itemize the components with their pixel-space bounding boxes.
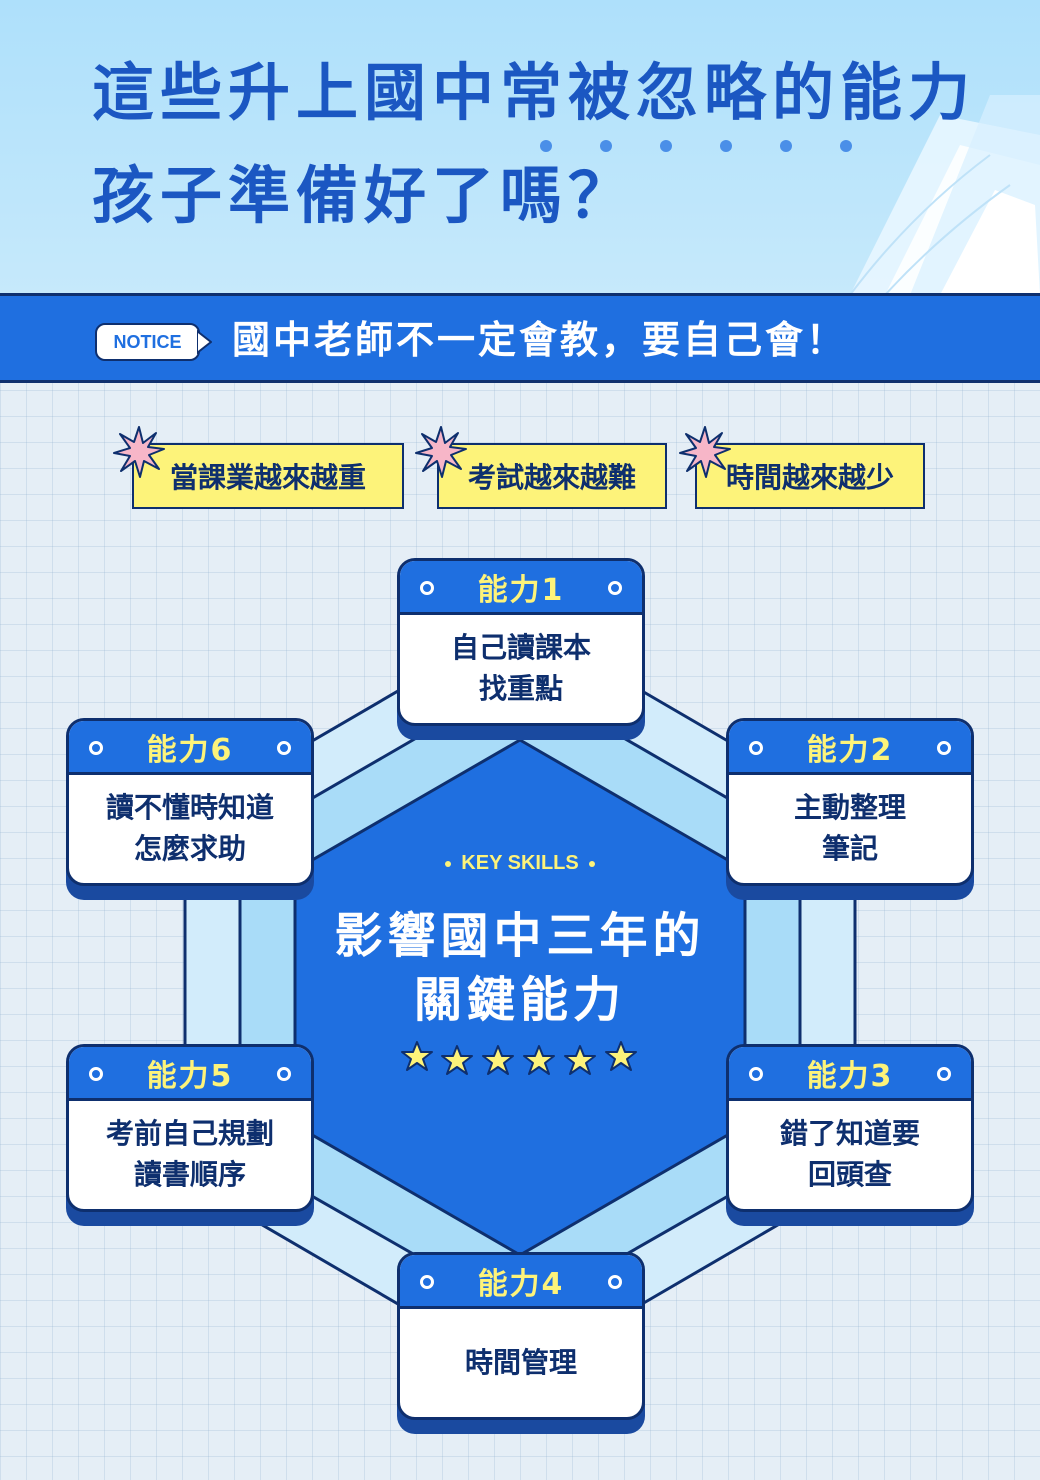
ring-icon (277, 1067, 291, 1081)
ability-text: 回頭查 (807, 1158, 892, 1191)
ring-icon (89, 1067, 103, 1081)
ability-label: 能力3 (806, 1058, 894, 1094)
ability-card-4: 能力4 時間管理 (397, 1252, 645, 1434)
ability-card-6: 能力6 讀不懂時知道怎麼求助 (66, 718, 314, 900)
ring-icon (89, 741, 103, 755)
burst-icon (415, 426, 467, 478)
ability-text: 考前自己規劃 (105, 1117, 274, 1151)
ability-text: 自己讀課本 (450, 631, 591, 665)
star-icon (605, 1041, 637, 1071)
ability-label: 能力5 (146, 1058, 234, 1094)
star-icon (401, 1041, 433, 1071)
header-banner: 這些升上國中常被忽略的能力 孩子準備好了嗎？ (0, 0, 1040, 295)
star-rating-icons (401, 1041, 637, 1075)
ring-icon (420, 1275, 434, 1289)
ring-icon (749, 741, 763, 755)
star-icon (482, 1045, 514, 1075)
tag-label: 考試越來越難 (467, 461, 636, 494)
ability-text: 怎麼求助 (133, 832, 246, 865)
ability-label: 能力6 (146, 732, 234, 768)
ability-text: 讀書順序 (133, 1158, 246, 1191)
tag-label: 時間越來越少 (725, 461, 894, 494)
decorative-dots (540, 140, 852, 152)
tag-harder-exams: 考試越來越難 (437, 443, 667, 509)
center-title-line2: 關鍵能力 (413, 972, 626, 1028)
burst-icon (113, 426, 165, 478)
notice-bar: NOTICE 國中老師不一定會教，要自己會！ (0, 293, 1040, 383)
ring-icon (937, 1067, 951, 1081)
ability-text: 錯了知道要 (779, 1117, 920, 1151)
ring-icon (420, 581, 434, 595)
tag-label: 當課業越來越重 (169, 461, 366, 494)
ability-label: 能力4 (477, 1266, 565, 1302)
ring-icon (937, 741, 951, 755)
tag-heavier-schoolwork: 當課業越來越重 (132, 443, 404, 509)
ability-card-5: 能力5 考前自己規劃讀書順序 (66, 1044, 314, 1226)
ring-icon (608, 1275, 622, 1289)
ability-text: 讀不懂時知道 (105, 791, 274, 825)
ability-text: 找重點 (478, 672, 563, 705)
ring-icon (277, 741, 291, 755)
notice-arrow-icon (197, 330, 212, 354)
burst-icon (679, 426, 731, 478)
ability-text: 時間管理 (464, 1345, 577, 1379)
key-skills-eyebrow: KEY SKILLS (0, 852, 1040, 875)
ability-label: 能力1 (477, 572, 565, 608)
ability-card-2: 能力2 主動整理筆記 (726, 718, 974, 900)
page-title-line2: 孩子準備好了嗎？ (92, 159, 637, 232)
ability-text: 主動整理 (793, 791, 906, 825)
tag-less-time: 時間越來越少 (695, 443, 925, 509)
ability-card-3: 能力3 錯了知道要回頭查 (726, 1044, 974, 1226)
ability-label: 能力2 (806, 732, 894, 768)
ring-icon (749, 1067, 763, 1081)
notice-text: 國中老師不一定會教，要自己會！ (232, 318, 848, 362)
ring-icon (608, 581, 622, 595)
page-title-line1: 這些升上國中常被忽略的能力 (92, 56, 977, 129)
star-icon (441, 1045, 473, 1075)
ability-card-1: 能力1 自己讀課本找重點 (397, 558, 645, 740)
center-title-line1: 影響國中三年的 (334, 908, 706, 964)
star-icon (523, 1045, 555, 1075)
open-book-illustration (849, 95, 1040, 295)
star-icon (564, 1045, 596, 1075)
ability-text: 筆記 (821, 832, 878, 865)
